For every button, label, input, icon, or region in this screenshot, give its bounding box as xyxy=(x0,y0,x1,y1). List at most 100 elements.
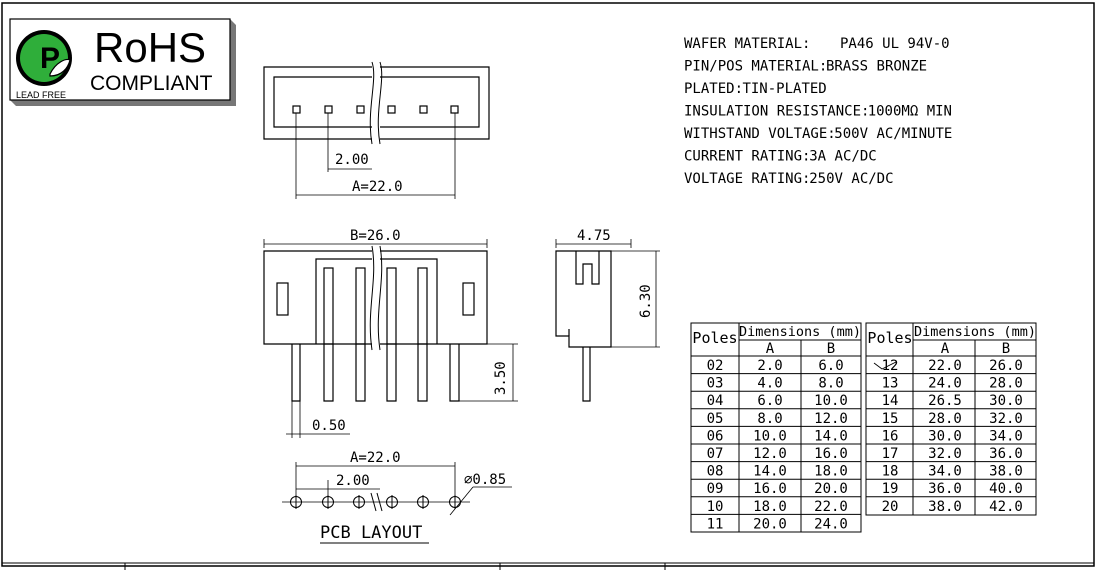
dim-a-cell: 8.0 xyxy=(757,411,782,427)
dim-b-cell: 14.0 xyxy=(814,428,848,444)
spec-value: PA46 UL 94V-0 xyxy=(840,36,950,52)
poles-cell: 10 xyxy=(707,499,724,515)
column-b-header: B xyxy=(827,341,835,357)
spec-label: PIN/POS MATERIAL: xyxy=(684,59,827,75)
poles-cell: 05 xyxy=(707,411,724,427)
dim-b-cell: 6.0 xyxy=(818,358,843,374)
spec-value: 500V AC/MINUTE xyxy=(834,126,952,142)
dim-b-cell: 22.0 xyxy=(814,499,848,515)
pcb-pitch-dimension: 2.00 xyxy=(336,473,370,489)
poles-cell: 18 xyxy=(882,464,899,480)
side-width-dimension: 4.75 xyxy=(577,228,611,244)
dim-b-cell: 42.0 xyxy=(989,499,1023,515)
poles-cell: 11 xyxy=(707,516,724,532)
pcb-layout-title: PCB LAYOUT xyxy=(320,523,422,543)
pin-length-dimension: 3.50 xyxy=(493,361,509,395)
dim-a-cell: 12.0 xyxy=(753,446,787,462)
dim-a-cell: 28.0 xyxy=(928,411,962,427)
dim-b-cell: 30.0 xyxy=(989,393,1023,409)
poles-header: Poles xyxy=(692,329,737,347)
poles-cell: 12 xyxy=(882,358,899,374)
dim-b-cell: 12.0 xyxy=(814,411,848,427)
dim-b-cell: 40.0 xyxy=(989,481,1023,497)
poles-cell: 13 xyxy=(882,376,899,392)
pitch-dimension: 2.00 xyxy=(335,152,369,168)
spec-value: 1000MΩ MIN xyxy=(868,104,952,120)
dim-b-cell: 16.0 xyxy=(814,446,848,462)
pin-squares xyxy=(292,105,459,114)
b-dimension: B=26.0 xyxy=(350,228,401,244)
spec-label: PLATED: xyxy=(684,81,743,97)
dim-a-cell: 18.0 xyxy=(753,499,787,515)
dim-a-cell: 36.0 xyxy=(928,481,962,497)
poles-cell: 15 xyxy=(882,411,899,427)
spec-value: 250V AC/DC xyxy=(809,171,893,187)
rohs-title: RoHS xyxy=(94,24,206,71)
dim-b-cell: 36.0 xyxy=(989,446,1023,462)
front-pins-upper xyxy=(323,267,428,345)
column-a-header: A xyxy=(941,341,950,357)
dim-b-cell: 18.0 xyxy=(814,464,848,480)
pcb-holes xyxy=(290,495,461,509)
dim-b-cell: 38.0 xyxy=(989,464,1023,480)
dim-a-cell: 34.0 xyxy=(928,464,962,480)
dim-a-cell: 14.0 xyxy=(753,464,787,480)
dim-b-cell: 28.0 xyxy=(989,376,1023,392)
pcb-layout xyxy=(282,462,512,544)
dim-a-cell: 20.0 xyxy=(753,516,787,532)
column-a-header: A xyxy=(766,341,775,357)
spec-label: WITHSTAND VOLTAGE: xyxy=(684,126,836,142)
dim-a-cell: 24.0 xyxy=(928,376,962,392)
dim-b-cell: 10.0 xyxy=(814,393,848,409)
spec-label: INSULATION RESISTANCE: xyxy=(684,104,869,120)
a-dimension-pcb: A=22.0 xyxy=(350,450,401,466)
poles-cell: 03 xyxy=(707,376,724,392)
a-dimension-top: A=22.0 xyxy=(352,179,403,195)
spec-label: WAFER MATERIAL: xyxy=(684,36,810,52)
leaf-icon xyxy=(49,58,71,77)
dimensions-header: Dimensions (mm) xyxy=(739,324,861,340)
poles-cell: 06 xyxy=(707,428,724,444)
dim-a-cell: 6.0 xyxy=(757,393,782,409)
dim-a-cell: 30.0 xyxy=(928,428,962,444)
poles-cell: 09 xyxy=(707,481,724,497)
spec-value: TIN-PLATED xyxy=(742,81,826,97)
poles-cell: 17 xyxy=(882,446,899,462)
poles-cell: 14 xyxy=(882,393,899,409)
column-b-header: B xyxy=(1002,341,1010,357)
rohs-logo: P LEAD FREE RoHS COMPLIANT xyxy=(9,18,236,106)
dim-a-cell: 4.0 xyxy=(757,376,782,392)
lead-free-label: LEAD FREE xyxy=(16,90,66,100)
front-pins-lower xyxy=(291,344,460,402)
dim-a-cell: 26.5 xyxy=(928,393,962,409)
poles-cell: 20 xyxy=(882,499,899,515)
poles-cell: 04 xyxy=(707,393,724,409)
dim-a-cell: 32.0 xyxy=(928,446,962,462)
poles-header: Poles xyxy=(867,329,912,347)
dim-a-cell: 22.0 xyxy=(928,358,962,374)
spec-label: CURRENT RATING: xyxy=(684,149,810,165)
dimensions-header: Dimensions (mm) xyxy=(914,324,1036,340)
poles-cell: 19 xyxy=(882,481,899,497)
dim-b-cell: 24.0 xyxy=(814,516,848,532)
dim-a-cell: 10.0 xyxy=(753,428,787,444)
poles-cell: 07 xyxy=(707,446,724,462)
poles-cell: 08 xyxy=(707,464,724,480)
dim-a-cell: 16.0 xyxy=(753,481,787,497)
spec-label: VOLTAGE RATING: xyxy=(684,171,810,187)
front-view xyxy=(263,239,518,438)
spec-value: 3A AC/DC xyxy=(809,149,876,165)
top-view xyxy=(263,61,490,199)
poles-cell: 16 xyxy=(882,428,899,444)
dim-b-cell: 26.0 xyxy=(989,358,1023,374)
dim-a-cell: 2.0 xyxy=(757,358,782,374)
hole-diameter: ∅0.85 xyxy=(464,472,506,488)
dim-b-cell: 32.0 xyxy=(989,411,1023,427)
dim-a-cell: 38.0 xyxy=(928,499,962,515)
compliant-label: COMPLIANT xyxy=(90,72,213,95)
dim-b-cell: 8.0 xyxy=(818,376,843,392)
